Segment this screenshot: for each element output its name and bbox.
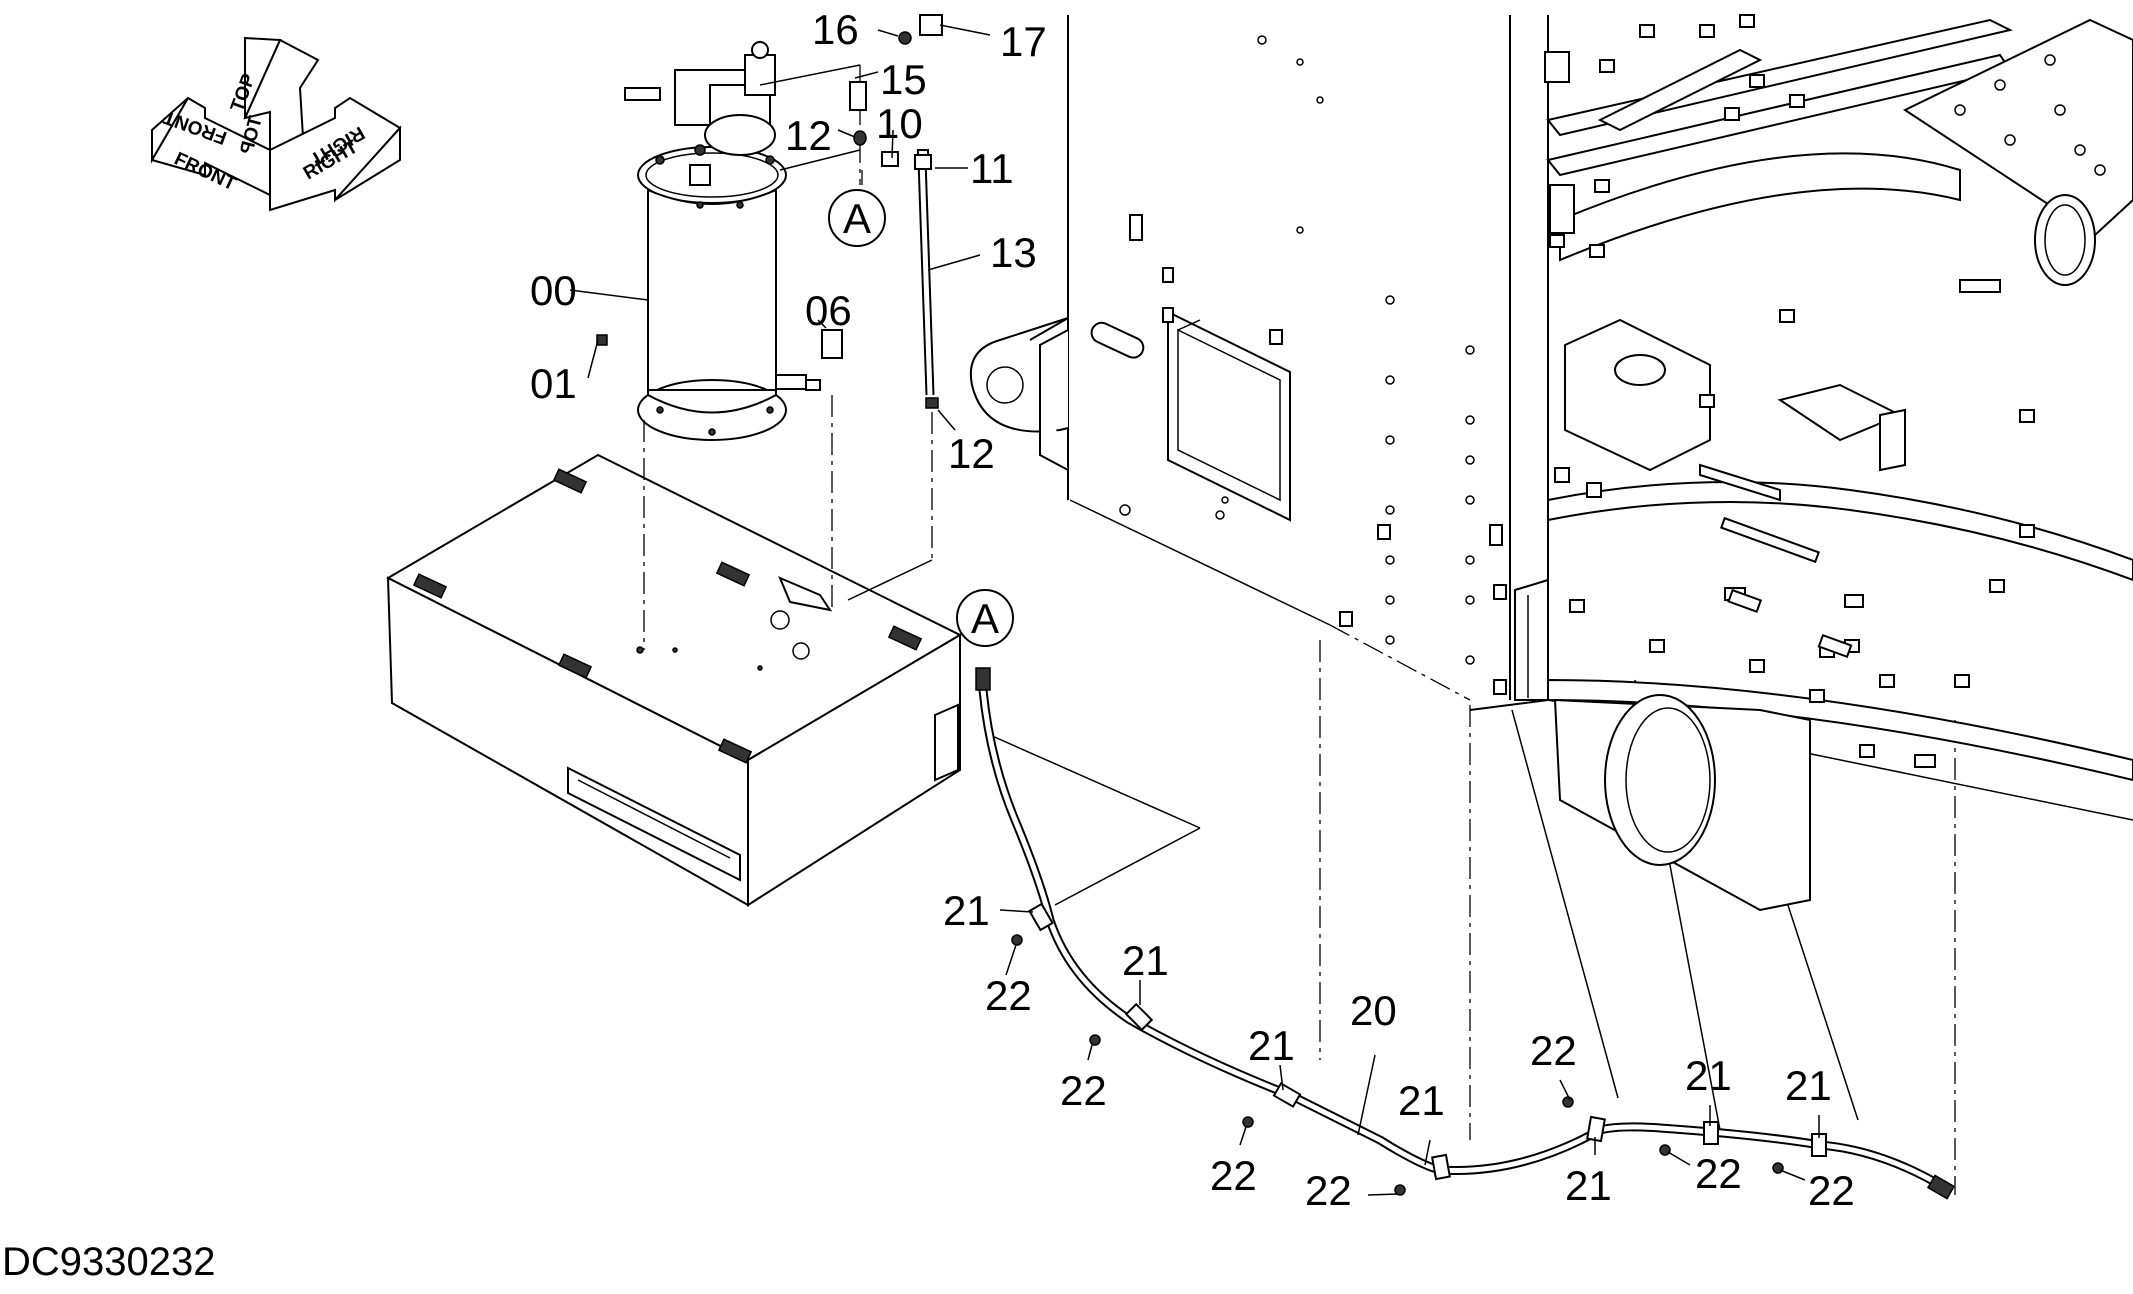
callout-12-lower: 12: [948, 430, 995, 477]
callout-22-c: 22: [1210, 1152, 1257, 1199]
callout-12-upper: 12: [785, 112, 832, 159]
callouts: 16 17 15 12 10 11 13 00 06 01 12 21 22 2…: [530, 6, 1855, 1214]
drawing-id: DC9330232: [2, 1240, 216, 1284]
callout-21-c: 21: [1248, 1022, 1295, 1069]
callout-20: 20: [1350, 987, 1397, 1034]
hoses: [917, 149, 1956, 1200]
view-marker-lower: A: [971, 595, 999, 642]
callout-22-a: 22: [985, 972, 1032, 1019]
leader-lines: [569, 24, 1820, 1196]
view-marker-circle-lower: [956, 589, 1014, 647]
machine-frame: [969, 14, 2133, 912]
callout-22-d: 22: [1305, 1167, 1352, 1214]
callout-06: 06: [805, 287, 852, 334]
callout-22-e: 22: [1530, 1027, 1577, 1074]
callout-21-f: 21: [1685, 1052, 1732, 1099]
tank-box: [385, 453, 963, 907]
callout-10: 10: [876, 100, 923, 147]
callout-00: 00: [530, 267, 577, 314]
callout-11: 11: [970, 145, 1014, 192]
callout-17: 17: [1000, 18, 1047, 65]
callout-16: 16: [812, 6, 859, 53]
callout-22-g: 22: [1808, 1167, 1855, 1214]
callout-15: 15: [880, 56, 927, 103]
orientation-arrows: TOP TOP FRONT FRONT RIGHT RIGHT: [150, 36, 402, 212]
callout-21-b: 21: [1122, 937, 1169, 984]
fittings: [596, 14, 943, 391]
callout-22-b: 22: [1060, 1067, 1107, 1114]
callout-22-f: 22: [1695, 1150, 1742, 1197]
callout-21-g: 21: [1785, 1062, 1832, 1109]
callout-13: 13: [990, 229, 1037, 276]
view-marker-circle-upper: [828, 189, 886, 247]
view-marker-upper: A: [843, 195, 871, 242]
callout-21-e: 21: [1565, 1162, 1612, 1209]
callout-21-d: 21: [1398, 1077, 1445, 1124]
callout-01: 01: [530, 360, 577, 407]
view-markers: A A: [828, 189, 1014, 647]
callout-21-a: 21: [943, 887, 990, 934]
tank-assembly: [624, 41, 807, 441]
